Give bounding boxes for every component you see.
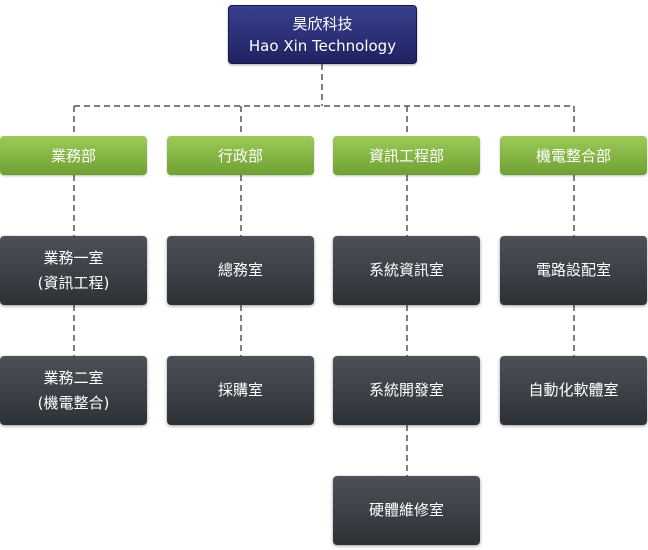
dept-mechatronics: 機電整合部	[500, 136, 647, 175]
unit-business-office-1: 業務一室 (資訊工程)	[0, 236, 147, 305]
unit-sublabel: (機電整合)	[37, 393, 110, 412]
unit-system-information: 系統資訊室	[333, 236, 480, 305]
unit-business-office-2: 業務二室 (機電整合)	[0, 356, 147, 425]
unit-automation-software: 自動化軟體室	[500, 356, 647, 425]
dept-label: 行政部	[217, 147, 263, 165]
dept-label: 機電整合部	[535, 147, 611, 165]
unit-label: 採購室	[217, 381, 263, 399]
unit-hardware-maintenance: 硬體維修室	[333, 476, 480, 545]
dept-business: 業務部	[0, 136, 147, 175]
company-name-en: Hao Xin Technology	[248, 36, 397, 55]
unit-purchasing: 採購室	[167, 356, 314, 425]
unit-label: 系統資訊室	[368, 261, 444, 279]
unit-label: 總務室	[217, 261, 263, 279]
unit-label: 系統開發室	[368, 381, 444, 399]
unit-general-affairs: 總務室	[167, 236, 314, 305]
dept-label: 業務部	[50, 147, 96, 165]
unit-label: 業務一室	[43, 248, 104, 267]
unit-label: 電路設配室	[535, 261, 611, 279]
unit-circuit-design: 電路設配室	[500, 236, 647, 305]
unit-sublabel: (資訊工程)	[37, 273, 110, 292]
dept-administration: 行政部	[167, 136, 314, 175]
unit-label: 硬體維修室	[368, 501, 444, 519]
company-name-zh: 昊欣科技	[292, 14, 353, 33]
unit-system-development: 系統開發室	[333, 356, 480, 425]
dept-label: 資訊工程部	[368, 147, 444, 165]
unit-label: 業務二室	[43, 368, 104, 387]
company-root-box: 昊欣科技 Hao Xin Technology	[228, 5, 417, 64]
dept-information-engineering: 資訊工程部	[333, 136, 480, 175]
unit-label: 自動化軟體室	[528, 381, 619, 399]
